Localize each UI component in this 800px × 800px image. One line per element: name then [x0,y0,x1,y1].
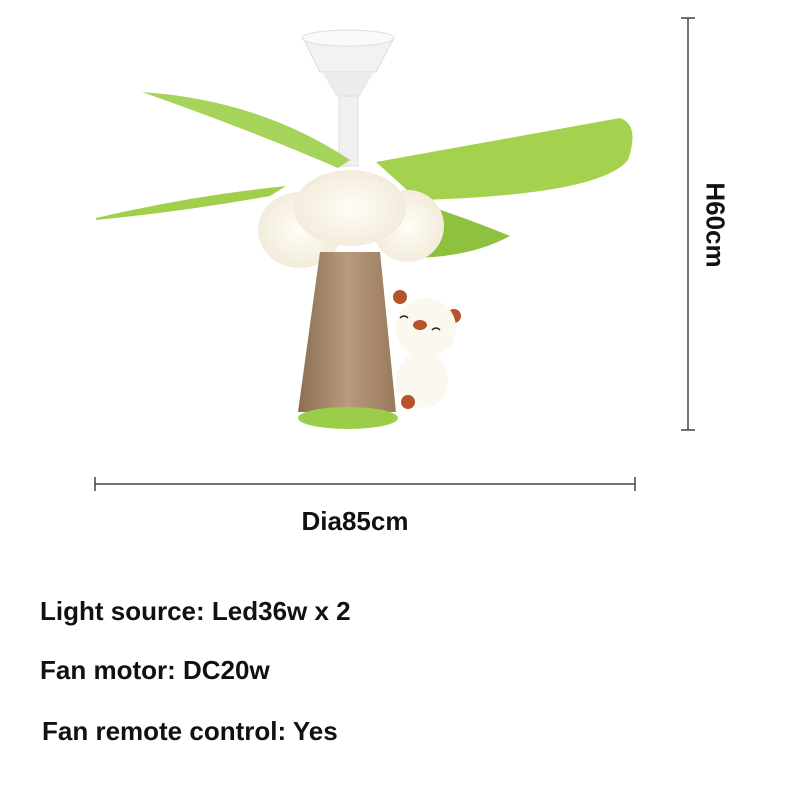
grass-base [298,407,398,429]
blade-left [96,186,286,220]
diameter-dimension-line [94,477,636,491]
spec-fan-motor: Fan motor: DC20w [40,655,270,685]
wood-trunk [298,252,396,412]
blade-right [376,118,633,200]
height-label: H60cm [700,182,731,268]
blade-back-left [142,92,350,168]
bear-figure [393,290,461,409]
spec-remote-control: Fan remote control: Yes [42,716,338,746]
diameter-label: Dia85cm [301,506,409,536]
light-globes [258,170,444,268]
height-dimension-line [681,17,695,431]
spec-light-source: Light source: Led36w x 2 [40,596,351,626]
canopy [301,29,395,167]
